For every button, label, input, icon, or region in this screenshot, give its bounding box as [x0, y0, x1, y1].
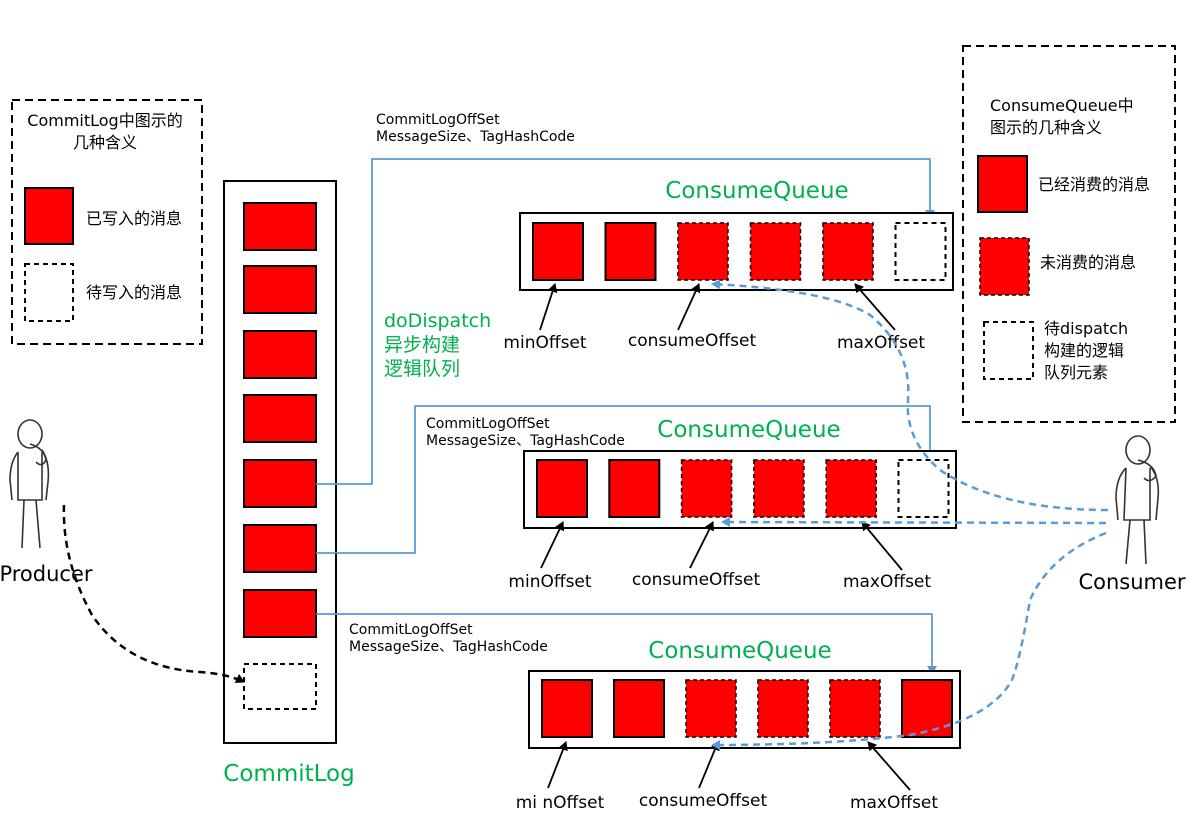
- queue-2-consume-pointer: [689, 521, 714, 569]
- legend-cq-title-2: 图示的几种含义: [990, 118, 1102, 137]
- queue-3-consume-label: consumeOffset: [639, 791, 768, 811]
- queue-1-max-pointer: [854, 283, 896, 331]
- legend-consumed-swatch: [977, 155, 1028, 213]
- queue-2-entry-line1: CommitLogOffSet: [426, 416, 550, 432]
- queue-1-unconsumed-cell-4: [749, 222, 802, 281]
- producer-figure-icon: [9, 419, 50, 549]
- commitlog-written-cell-4: [243, 394, 317, 443]
- queue-3-consumed-cell-2: [613, 679, 665, 738]
- producer-label: Producer: [0, 562, 93, 586]
- legend-consumed-label: 已经消费的消息: [1038, 175, 1150, 194]
- queue-1-title: ConsumeQueue: [665, 178, 848, 204]
- consumer-label: Consumer: [1078, 570, 1185, 594]
- commitlog-written-cell-5: [243, 459, 317, 508]
- queue-1-entry-line1: CommitLogOffSet: [376, 112, 500, 128]
- consumer-figure-icon: [1115, 435, 1160, 565]
- dispatch-connector-2: [316, 405, 935, 554]
- legend-written-swatch: [24, 187, 74, 245]
- queue-2-unconsumed-cell-5: [825, 459, 877, 518]
- consumer-pull-arrow-1: [711, 279, 1109, 512]
- queue-1-min-pointer: [539, 283, 558, 331]
- queue-3-unconsumed-cell-5: [829, 679, 881, 738]
- queue-3-min-pointer: [547, 741, 568, 789]
- legend-dispatch-label-3: 队列元素: [1044, 363, 1108, 382]
- dispatch-label-2: 异步构建: [384, 334, 460, 356]
- queue-1-pending-cell-6: [894, 222, 947, 281]
- queue-2-max-label: maxOffset: [843, 572, 931, 592]
- queue-2-max-pointer: [861, 521, 903, 571]
- commitlog-written-cell-1: [243, 202, 317, 251]
- queue-3-container: [528, 670, 961, 749]
- queue-1-entry-line2: MessageSize、TagHashCode: [376, 129, 575, 145]
- queue-1-unconsumed-cell-5: [822, 222, 874, 281]
- queue-1-container: [519, 212, 954, 291]
- legend-consumequeue-box: [962, 45, 1176, 423]
- legend-written-label: 已写入的消息: [86, 209, 182, 228]
- legend-commitlog-title-2: 几种含义: [73, 133, 137, 152]
- queue-2-unconsumed-cell-4: [753, 459, 805, 518]
- dispatch-label-1: doDispatch: [384, 310, 491, 332]
- commitlog-written-cell-2: [243, 265, 317, 314]
- legend-unconsumed-label: 未消费的消息: [1040, 253, 1136, 272]
- queue-3-unconsumed-cell-3: [685, 679, 737, 738]
- queue-2-pending-cell-6: [897, 459, 950, 518]
- legend-commitlog-title-1: CommitLog中图示的: [27, 111, 182, 130]
- legend-cq-title-1: ConsumeQueue中: [990, 96, 1134, 115]
- dispatch-connector-3: [316, 613, 937, 675]
- queue-2-consumed-cell-2: [608, 459, 661, 518]
- queue-3-max-label: maxOffset: [850, 793, 938, 813]
- queue-3-unconsumed-cell-4: [757, 679, 809, 738]
- queue-3-cells: [541, 679, 953, 738]
- queue-1-cells: [532, 222, 947, 281]
- queue-2-title: ConsumeQueue: [657, 417, 840, 443]
- consumer-pull-arrow-3: [711, 531, 1107, 750]
- queue-1-max-label: maxOffset: [837, 333, 925, 353]
- queue-1-min-label: minOffset: [503, 333, 586, 353]
- queue-1-consume-label: consumeOffset: [628, 331, 757, 351]
- queue-3-title: ConsumeQueue: [648, 638, 831, 664]
- queue-1-consume-pointer: [677, 283, 701, 331]
- commitlog-cells: [243, 202, 317, 638]
- commitlog-written-cell-7: [243, 589, 317, 638]
- queue-2-min-pointer: [540, 521, 565, 569]
- queue-2-container: [523, 450, 957, 529]
- queue-3-min-label: mi nOffset: [516, 793, 605, 813]
- legend-commitlog-box: [11, 99, 203, 345]
- commitlog-written-cell-3: [243, 330, 317, 379]
- queue-3-consumed-cell-1: [541, 679, 593, 738]
- consumer-pull-arrow-2: [721, 517, 1107, 528]
- queue-2-entry-line2: MessageSize、TagHashCode: [426, 433, 625, 449]
- legend-dispatch-label-2: 构建的逻辑: [1044, 341, 1124, 360]
- legend-unconsumed-swatch: [979, 237, 1030, 296]
- queue-2-consume-label: consumeOffset: [632, 570, 761, 590]
- queue-2-min-label: minOffset: [508, 572, 591, 592]
- queue-3-entry-line2: MessageSize、TagHashCode: [349, 639, 548, 655]
- queue-1-consumed-cell-1: [532, 222, 584, 281]
- queue-2-cells: [536, 459, 950, 518]
- legend-pending-label: 待写入的消息: [86, 283, 182, 302]
- legend-pending-swatch: [24, 263, 74, 322]
- commitlog-label: CommitLog: [223, 761, 354, 787]
- commitlog-pending-cell: [243, 663, 317, 710]
- commitlog-written-cell-6: [243, 524, 317, 573]
- queue-3-max-pointer: [867, 741, 911, 791]
- legend-dispatch-label-1: 待dispatch: [1044, 319, 1128, 338]
- legend-dispatch-swatch: [983, 321, 1034, 380]
- queue-2-consumed-cell-1: [536, 459, 588, 518]
- dispatch-connector-1: [316, 158, 935, 485]
- queue-3-entry-line1: CommitLogOffSet: [349, 622, 473, 638]
- queue-1-consumed-cell-2: [604, 222, 657, 281]
- queue-2-unconsumed-cell-3: [680, 459, 733, 518]
- producer-write-arrow: [62, 504, 245, 684]
- dispatch-label-3: 逻辑队列: [384, 358, 460, 380]
- queue-1-unconsumed-cell-3: [677, 222, 729, 281]
- queue-3-consumed-cell-6: [901, 679, 953, 738]
